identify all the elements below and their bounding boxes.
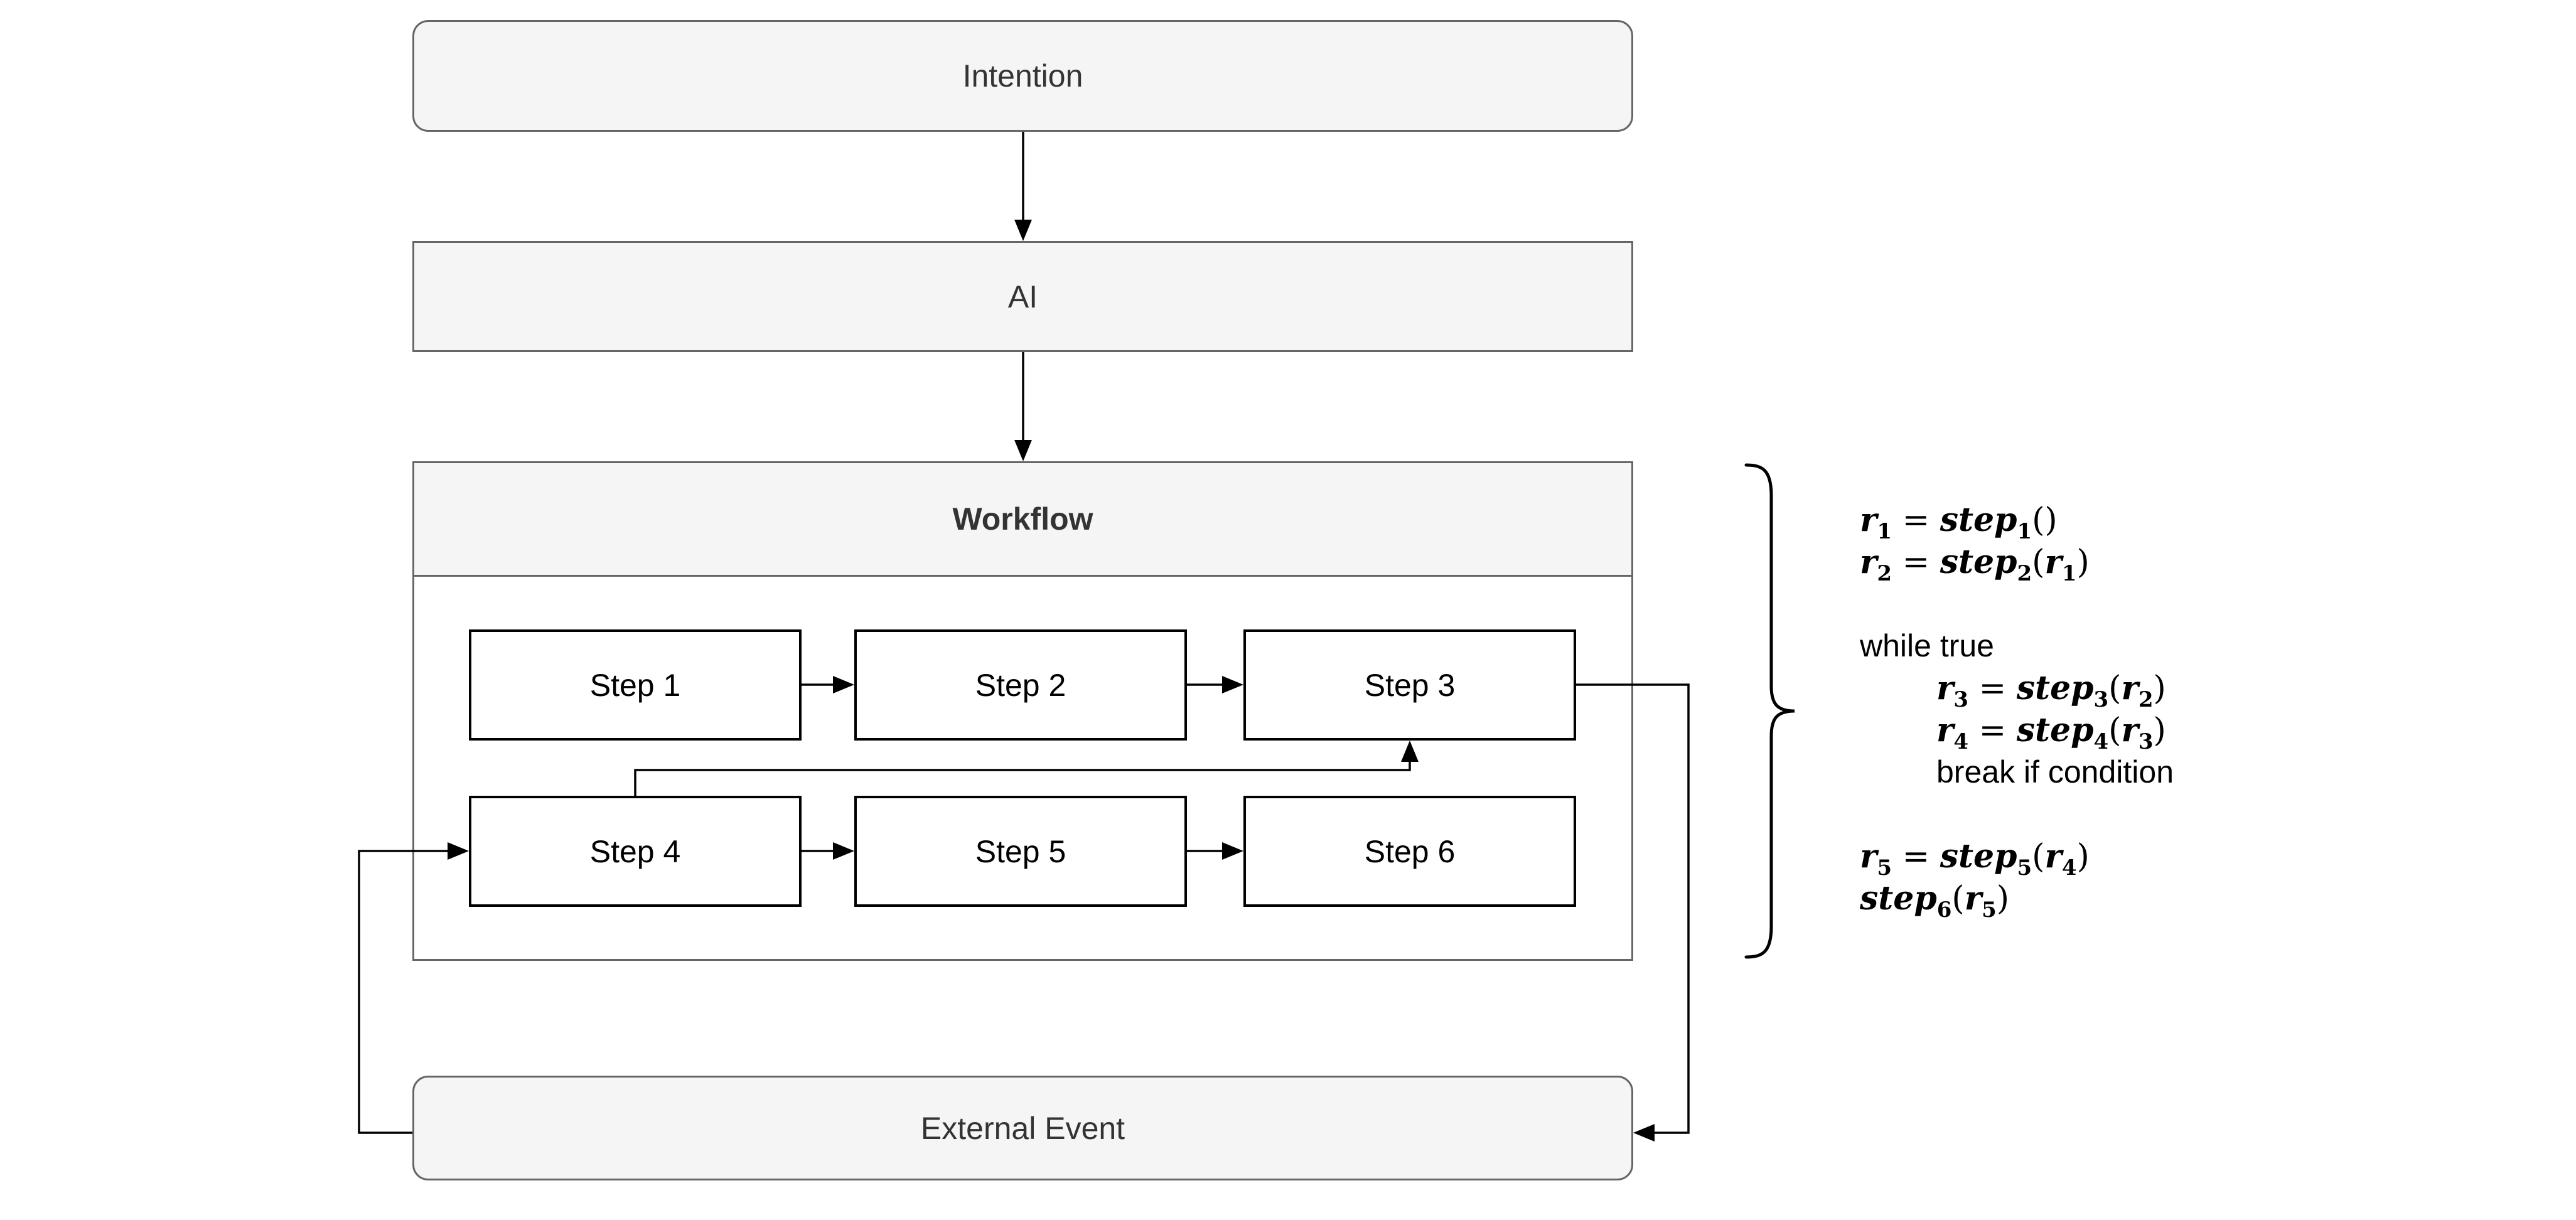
- step-4-label: Step 4: [589, 833, 681, 869]
- step-3-label: Step 3: [1364, 667, 1456, 703]
- step-1-label: Step 1: [589, 667, 681, 703]
- external-event-node: External Event: [412, 1076, 1633, 1180]
- curly-brace-icon: [1744, 463, 1795, 959]
- step-1-node: Step 1: [469, 629, 802, 741]
- intention-node: Intention: [412, 20, 1633, 132]
- workflow-title: Workflow: [952, 501, 1093, 537]
- arrow-ai-to-workflow: [1014, 352, 1032, 461]
- ai-label: AI: [1007, 279, 1038, 314]
- step-3-node: Step 3: [1243, 629, 1576, 741]
- code-line: r3 = step3(r2): [1936, 669, 2166, 712]
- code-line: step6(r5): [1860, 879, 2010, 923]
- arrow-intention-to-ai: [1014, 132, 1032, 241]
- intention-label: Intention: [962, 58, 1083, 94]
- step-2-label: Step 2: [975, 667, 1066, 703]
- ai-node: AI: [412, 241, 1633, 352]
- step-6-node: Step 6: [1243, 796, 1576, 907]
- code-line: break if condition: [1936, 754, 2174, 789]
- step-5-label: Step 5: [975, 833, 1066, 869]
- code-line: [1860, 793, 2174, 835]
- workflow-header: Workflow: [414, 463, 1631, 577]
- code-line: r5 = step5(r4): [1860, 837, 2090, 880]
- step-6-label: Step 6: [1364, 833, 1456, 869]
- code-line: [1860, 583, 2174, 625]
- pseudocode-block: r1 = step1()r2 = step2(r1) while true r3 =…: [1860, 499, 2174, 923]
- code-line: while true: [1860, 628, 1994, 663]
- step-4-node: Step 4: [469, 796, 802, 907]
- step-5-node: Step 5: [854, 796, 1187, 907]
- external-event-label: External Event: [920, 1110, 1125, 1146]
- code-line: r1 = step1(): [1860, 501, 2058, 544]
- step-2-node: Step 2: [854, 629, 1187, 741]
- code-line: r2 = step2(r1): [1860, 543, 2090, 586]
- code-line: r4 = step4(r3): [1936, 711, 2166, 754]
